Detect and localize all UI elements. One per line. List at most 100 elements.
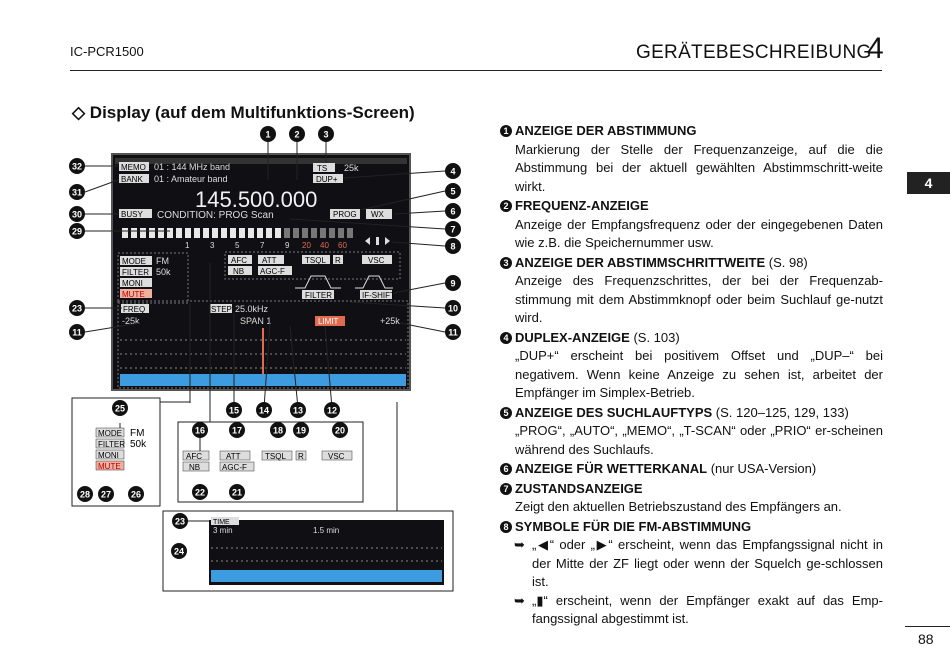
svg-text:NB: NB [189, 463, 200, 472]
svg-text:7: 7 [450, 225, 455, 235]
callout-18: 18 [270, 422, 286, 438]
svg-text:MONI: MONI [98, 451, 119, 460]
item-title-text: DUPLEX-ANZEIGE [515, 329, 630, 345]
item-page-ref: (S. 98) [765, 254, 808, 270]
s-meter-segment [176, 228, 182, 238]
svg-text:5: 5 [450, 187, 455, 197]
item-bullet: ➥„▮“ erscheint, wenn der Empfänger exakt… [514, 592, 883, 627]
scope-noise-floor [120, 374, 406, 386]
svg-text:13: 13 [293, 406, 303, 416]
memo-label: MEMO [121, 163, 146, 172]
svg-text:32: 32 [72, 162, 82, 172]
chapter-number: 4 [867, 32, 884, 65]
chapter-title: GERÄTEBESCHREIBUNG [636, 42, 872, 63]
svg-text:4: 4 [450, 167, 455, 177]
callout-12: 12 [324, 402, 340, 418]
svg-text:14: 14 [259, 406, 269, 416]
ifshift-graph [355, 275, 393, 289]
svg-text:9: 9 [450, 279, 455, 289]
callout-23: 23 [172, 513, 188, 529]
svg-text:20: 20 [335, 426, 345, 436]
callout-16: 16 [192, 422, 208, 438]
s-meter-segment [149, 228, 155, 238]
svg-text:3: 3 [323, 130, 328, 140]
time-left: 3 min [213, 526, 233, 535]
callout-9: 9 [445, 275, 461, 291]
item-body: „DUP+“ erscheint bei positivem Offset un… [515, 348, 883, 400]
scope-frame [117, 300, 409, 389]
item-page-ref: (nur USA-Version) [707, 461, 817, 476]
item-title-text: ANZEIGE DER ABSTIMMUNG [515, 123, 697, 138]
s-meter-segment [239, 228, 245, 238]
callout-11: 11 [445, 324, 461, 340]
s-meter-segment [248, 228, 254, 238]
callout-1: 1 [260, 126, 276, 142]
svg-text:1: 1 [265, 130, 270, 140]
svg-text:FM: FM [130, 428, 144, 439]
callout-30: 30 [69, 206, 85, 222]
svg-text:16: 16 [195, 426, 205, 436]
s-meter-segment [203, 228, 209, 238]
svg-text:27: 27 [101, 490, 111, 500]
svg-text:12: 12 [327, 406, 337, 416]
s-meter-segment [293, 228, 299, 238]
svg-text:23: 23 [72, 304, 82, 314]
item-title-text: SYMBOLE FÜR DIE FM-ABSTIMMUNG [515, 518, 752, 534]
s-meter-segment [257, 228, 263, 238]
busy-indicator: BUSY [121, 210, 143, 219]
callout-3: 3 [318, 126, 334, 142]
item-number-icon: 1 [500, 125, 512, 137]
svg-text:AFC: AFC [186, 452, 202, 461]
time-label: TIME [213, 519, 230, 526]
afc-indicator: AFC [231, 256, 247, 265]
ts-label: TS [317, 164, 327, 173]
s-scale-tick-label: 1 [185, 241, 190, 250]
item-body: „PROG“, „AUTO“, „MEMO“, „T-SCAN“ oder „P… [515, 423, 883, 457]
att-indicator: ATT [262, 256, 277, 265]
memo-text: 01 : 144 MHz band [154, 162, 230, 172]
span-value: SPAN 1 [240, 316, 271, 326]
duplex-box [313, 174, 343, 183]
callout-7: 7 [445, 221, 461, 237]
scope-minus: -25k [122, 316, 140, 326]
bank-label-box [119, 174, 149, 183]
prog-indicator: PROG [333, 210, 357, 219]
item-number-icon: 3 [500, 256, 512, 269]
vsc-indicator: VSC [368, 256, 385, 265]
svg-text:22: 22 [195, 488, 205, 498]
svg-text:23: 23 [175, 517, 185, 527]
callout-8: 8 [445, 238, 461, 254]
svg-text:17: 17 [232, 426, 242, 436]
mode-value: FM [156, 256, 169, 266]
chapter-tab[interactable]: 4 [907, 172, 950, 194]
callout-24: 24 [171, 543, 187, 559]
callout-31: 31 [69, 184, 85, 200]
callout-19: 19 [293, 422, 309, 438]
callout-23: 23 [69, 300, 85, 316]
section-title: ◇ Display (auf dem Multifunktions-Screen… [72, 103, 415, 122]
prog-box [330, 209, 360, 219]
callout-15: 15 [226, 402, 242, 418]
callout-20: 20 [332, 422, 348, 438]
svg-text:R: R [298, 452, 304, 461]
callout-leaders [72, 142, 446, 521]
svg-text:8: 8 [450, 242, 455, 252]
s-meter-segment [140, 228, 146, 238]
svg-text:30: 30 [72, 210, 82, 220]
s-scale-tick-label: 60 [338, 241, 347, 250]
svg-text:11: 11 [448, 328, 458, 338]
svg-text:29: 29 [72, 227, 82, 237]
callout-27: 27 [98, 486, 114, 502]
filter-graph-label: FILTER [305, 291, 332, 300]
item-title-text: ANZEIGE DER ABSTIMMSCHRITTWEITE [515, 254, 766, 270]
wx-indicator: WX [371, 210, 385, 219]
callout-28: 28 [77, 486, 93, 502]
condition-text: CONDITION: PROG Scan [157, 210, 274, 221]
